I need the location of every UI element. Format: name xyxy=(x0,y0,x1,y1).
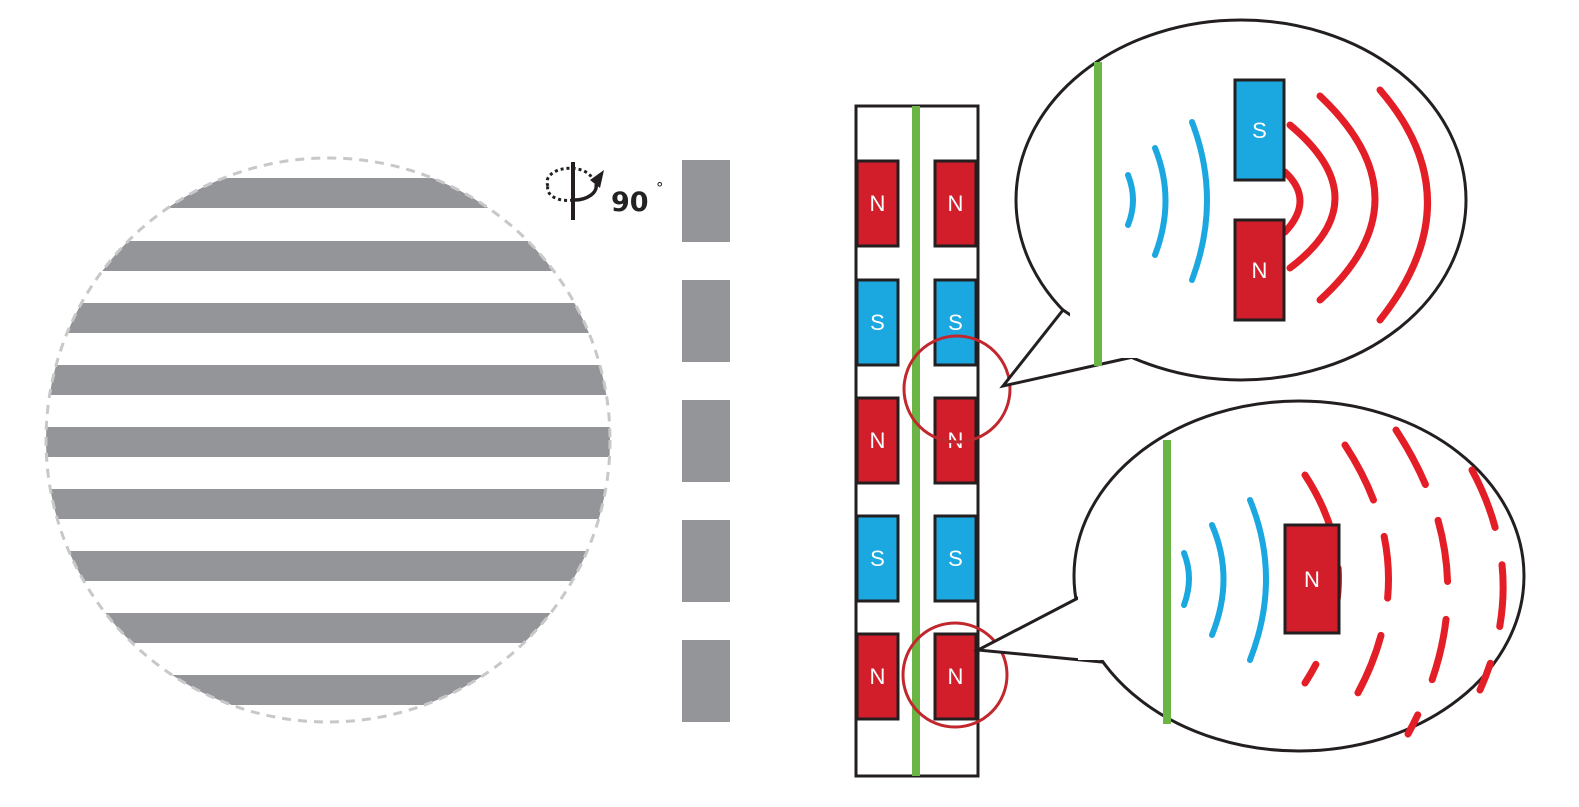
highlight-circle-bottom xyxy=(901,621,1009,729)
field-lines-blue xyxy=(1181,497,1269,663)
disc-stripe xyxy=(46,241,610,271)
rotate-icon xyxy=(545,162,604,220)
magnet-north xyxy=(855,396,900,485)
magnet-row: N N xyxy=(855,159,978,248)
disc-outline xyxy=(44,156,612,724)
side-bar xyxy=(682,280,730,362)
magnet-row: S S xyxy=(855,514,978,603)
magnet-south xyxy=(855,514,900,603)
disc-stripe xyxy=(46,675,610,705)
highlight-circle-top xyxy=(902,334,1012,444)
magnet-label: N xyxy=(948,191,964,216)
disc-stripe xyxy=(46,303,610,333)
magnet-label: N xyxy=(870,428,886,453)
callout-bubble xyxy=(1014,18,1468,382)
magnet-north xyxy=(855,632,900,721)
magnet-label: S xyxy=(1252,118,1267,143)
magnet-label: S xyxy=(948,546,963,571)
rotation-degree-symbol: ° xyxy=(656,179,664,197)
magnet-label: S xyxy=(870,310,885,335)
disc-stripe xyxy=(46,551,610,581)
magnet-north xyxy=(933,632,978,721)
callout-bottom: N xyxy=(972,399,1526,753)
striped-disc xyxy=(44,156,612,724)
magnet-label: N xyxy=(870,191,886,216)
magnet-south xyxy=(933,514,978,603)
rotation-angle: 90 xyxy=(611,187,649,218)
magnet-label: N xyxy=(1304,567,1320,592)
magnet-label: N xyxy=(870,664,886,689)
disc-stripe xyxy=(46,178,610,208)
magnet-south xyxy=(855,278,900,367)
magnet-label: S xyxy=(948,310,963,335)
disc-stripe xyxy=(46,489,610,519)
field-lines-blue xyxy=(1125,119,1210,283)
magnet-row: S S xyxy=(855,278,978,367)
side-bar xyxy=(682,640,730,722)
side-bar xyxy=(682,160,730,242)
side-bar xyxy=(682,400,730,482)
side-view-bars xyxy=(682,160,730,722)
magnet-label: N xyxy=(1252,258,1268,283)
magnet-row: N N xyxy=(855,632,978,721)
magnet-north xyxy=(855,159,900,248)
magnet-north xyxy=(1283,523,1341,635)
magnet-label: S xyxy=(870,546,885,571)
magnet-south xyxy=(1233,78,1286,182)
callout-top: S N xyxy=(999,18,1468,389)
magnet-south xyxy=(933,278,978,367)
field-lines-red xyxy=(1281,86,1431,324)
magnet-north xyxy=(933,159,978,248)
disc-stripe xyxy=(46,613,610,643)
magnet-strip: N N S S N N S S N N xyxy=(854,104,1012,778)
side-bar xyxy=(682,520,730,602)
magnet-north xyxy=(1233,218,1286,322)
disc-stripe xyxy=(46,427,610,457)
magnet-label: N xyxy=(948,664,964,689)
disc-stripe xyxy=(46,365,610,395)
rotation-indicator: 90 ° xyxy=(545,162,664,220)
